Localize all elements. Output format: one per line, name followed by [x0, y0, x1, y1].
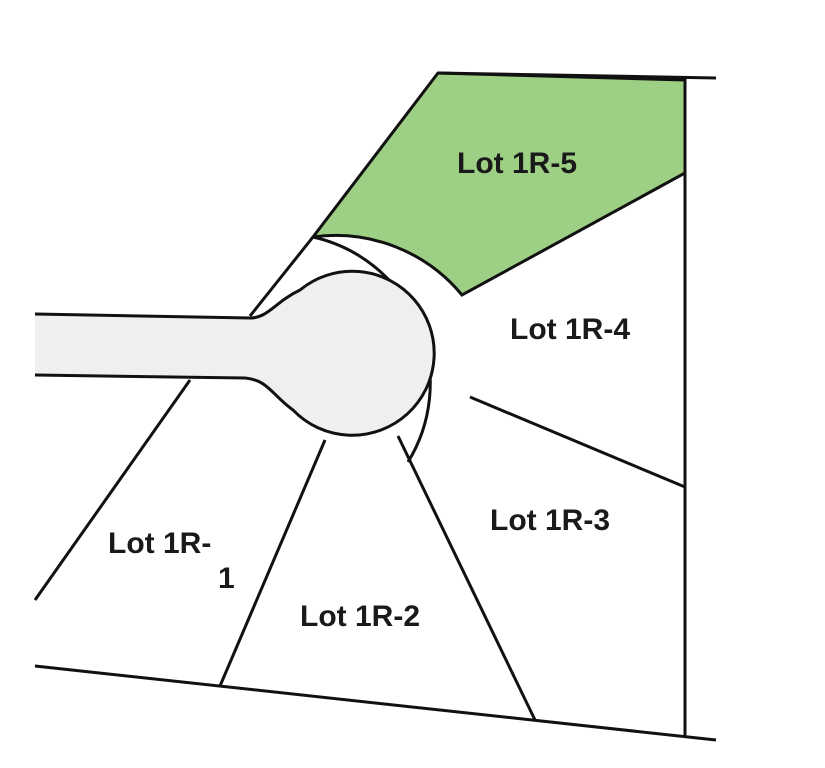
lot-1r-4-label: Lot 1R-4	[510, 313, 630, 346]
lot-1r-2-label: Lot 1R-2	[300, 600, 420, 633]
cul-de-sac-road	[34, 269, 436, 437]
lot-1r-1-label-line2: 1	[218, 562, 235, 595]
lot-boundaries	[33, 71, 717, 742]
lot-1r-3-label: Lot 1R-3	[490, 504, 610, 537]
lot-1r-5-label: Lot 1R-5	[457, 147, 577, 180]
lot-1r-5-parcel[interactable]	[309, 71, 687, 297]
lot-1r-1-label-line1: Lot 1R-	[108, 527, 211, 560]
